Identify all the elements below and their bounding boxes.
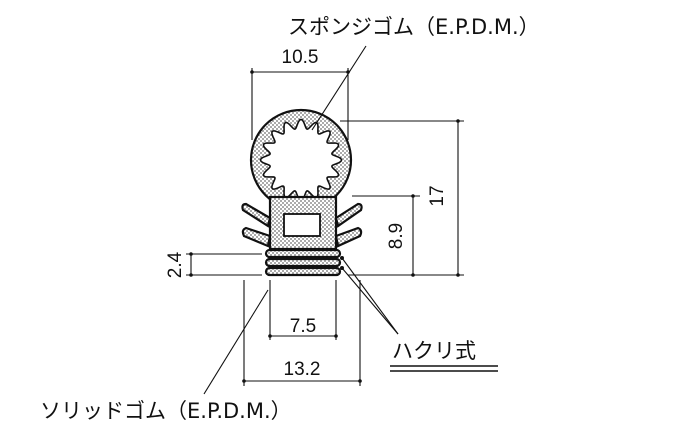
dim-tape-thickness: 2.4	[165, 251, 262, 278]
gasket-profile	[241, 108, 363, 277]
dim-bottom-width: 13.2	[242, 280, 362, 386]
dim-top-width-value: 10.5	[282, 47, 319, 68]
label-sponge: スポンジゴム（E.P.D.M.）	[288, 15, 540, 39]
dim-total-height: 17	[340, 119, 464, 277]
label-peel: ハクリ式	[392, 339, 476, 363]
dim-tape-thickness-value: 2.4	[165, 251, 186, 278]
tape-layer-1	[264, 248, 342, 259]
label-solid: ソリッドゴム（E.P.D.M.）	[40, 399, 292, 423]
right-fin-lower	[334, 226, 363, 248]
left-fin-upper	[241, 202, 272, 228]
dim-body-height: 8.9	[352, 194, 420, 277]
callout-peel: ハクリ式	[340, 256, 498, 372]
bulb-hollow	[259, 118, 343, 202]
dim-bottom-width-value: 13.2	[284, 359, 321, 380]
body-cavity	[283, 213, 321, 237]
dim-top-width: 10.5	[250, 47, 350, 140]
dim-body-height-value: 8.9	[386, 223, 407, 249]
callout-solid: ソリッドゴム（E.P.D.M.）	[40, 289, 292, 423]
dim-inner-width: 7.5	[268, 280, 338, 340]
dim-total-height-value: 17	[427, 185, 448, 206]
tape-layer-2	[264, 257, 342, 268]
dim-inner-width-value: 7.5	[290, 316, 316, 337]
right-fin-upper	[334, 202, 363, 228]
tape-layer-3	[264, 266, 342, 277]
callout-sponge: スポンジゴム（E.P.D.M.）	[288, 15, 540, 131]
left-fin-lower	[241, 226, 272, 248]
